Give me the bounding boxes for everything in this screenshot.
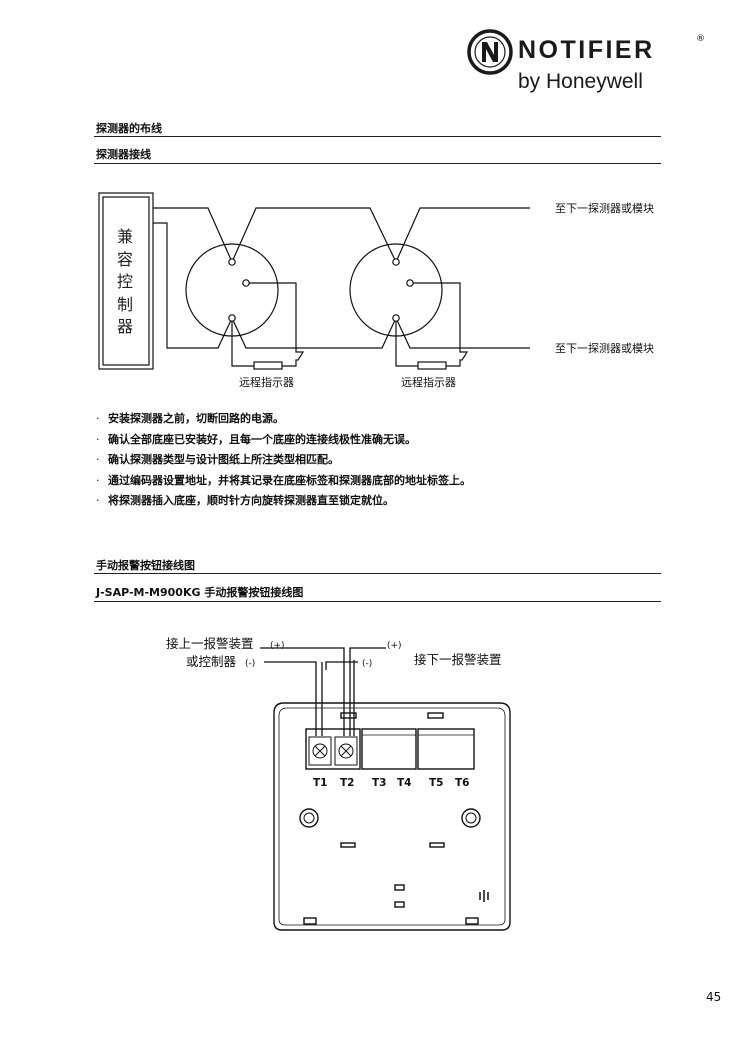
label-next-device-top: 至下一探测器或模块	[555, 202, 654, 215]
mcp-back-plate-inner	[278, 707, 506, 926]
control-panel-inner-box	[102, 196, 150, 366]
bullet: ·	[96, 453, 100, 466]
indicator-slot	[394, 884, 405, 891]
slot	[427, 712, 444, 719]
detector-wiring-diagram: 至下一探测器或模块 至下一探测器或模块 远程指示器 远程指示器	[98, 192, 654, 389]
mounting-hole-left	[299, 808, 319, 828]
label-prev-device-line1: 接上一报警装置	[166, 636, 254, 651]
wire-minus-right	[325, 661, 358, 670]
control-panel-label: 兼容控制器	[116, 227, 133, 336]
note-text: 将探测器插入底座，顺时针方向旋转探测器直至锁定就位。	[108, 494, 394, 507]
terminal-dot	[392, 258, 400, 266]
mounting-hole-right	[461, 808, 481, 828]
note-text: 通过编码器设置地址，并将其记录在底座标签和探测器底部的地址标签上。	[108, 473, 471, 487]
slot	[340, 842, 356, 848]
control-panel-box	[98, 192, 154, 370]
page-number: 45	[706, 990, 722, 1004]
label-minus-left: (-)	[245, 659, 255, 669]
installation-notes: · 安装探测器之前，切断回路的电源。 · 确认全部底座已安装好，且每一个底座的连接线…	[96, 409, 471, 512]
mcp-back-plate	[273, 702, 511, 931]
label-remote-indicator-2: 远程指示器	[401, 375, 456, 389]
label-plus-right: (+)	[387, 641, 402, 651]
wire-plus-left	[260, 647, 345, 736]
section-subtitle-mcp-model: J-SAP-M-M900KG 手动报警按钮接线图	[96, 586, 304, 599]
terminal-dot	[406, 279, 414, 287]
terminal-dot	[392, 314, 400, 322]
slot	[429, 842, 445, 848]
vent-grille-icon	[479, 890, 489, 902]
label-minus-right: (-)	[362, 659, 372, 669]
terminal-label-t1: T1	[313, 777, 327, 789]
label-next-device-bottom: 至下一探测器或模块	[555, 342, 654, 355]
section-divider	[94, 601, 661, 602]
terminal-label-t4: T4	[397, 777, 411, 789]
terminal-screw-t2	[334, 736, 358, 766]
notifier-logo: NOTIFIER ® by Honeywell	[466, 28, 716, 100]
brand-name: NOTIFIER	[518, 36, 655, 64]
bullet: ·	[96, 432, 100, 446]
note-item: · 通过编码器设置地址，并将其记录在底座标签和探测器底部的地址标签上。	[96, 471, 471, 492]
note-item: · 确认全部底座已安装好，且每一个底座的连接线极性准确无误。	[96, 430, 471, 451]
terminal-screw-t1	[308, 736, 332, 766]
bullet: ·	[96, 473, 100, 487]
note-item: · 将探测器插入底座，顺时针方向旋转探测器直至锁定就位。	[96, 491, 471, 512]
section-divider	[94, 573, 661, 574]
terminal-dot	[228, 258, 236, 266]
note-item: · 确认探测器类型与设计图纸上所注类型相匹配。	[96, 450, 471, 471]
bottom-tab	[465, 917, 479, 925]
screw-icon	[312, 743, 328, 759]
wire-minus-left	[264, 661, 317, 736]
bottom-tab	[303, 917, 317, 925]
screw-icon	[338, 743, 354, 759]
terminal-block-t1-t2	[305, 728, 361, 770]
wire-plus-right	[349, 647, 386, 736]
terminal-dot	[228, 314, 236, 322]
section-title-detector-wiring: 探测器的布线	[96, 122, 162, 135]
note-text: 安装探测器之前，切断回路的电源。	[108, 412, 284, 425]
terminal-dot	[242, 279, 250, 287]
bullet: ·	[96, 412, 100, 425]
notifier-n-mark-icon	[467, 29, 513, 75]
remote-indicator-resistor-1	[253, 361, 283, 370]
note-text: 确认探测器类型与设计图纸上所注类型相匹配。	[108, 453, 339, 466]
label-remote-indicator-1: 远程指示器	[239, 375, 294, 389]
terminal-label-t2: T2	[340, 777, 354, 789]
registered-mark: ®	[696, 34, 705, 44]
terminal-block-t3-t4	[361, 728, 417, 770]
label-prev-device-line2: 或控制器	[186, 654, 237, 669]
note-text: 确认全部底座已安装好，且每一个底座的连接线极性准确无误。	[108, 432, 416, 446]
label-next-device: 接下一报警装置	[414, 652, 502, 667]
section-divider	[94, 136, 661, 137]
remote-indicator-resistor-2	[417, 361, 447, 370]
terminal-label-t6: T6	[455, 777, 469, 789]
terminal-block-t5-t6	[417, 728, 475, 770]
section-divider	[94, 163, 661, 164]
section-title-manual-call-point: 手动报警按钮接线图	[96, 559, 195, 572]
manual-call-point-wiring-diagram: 接上一报警装置 或控制器 (+) (-) (+) (-) 接下一报警装置	[166, 636, 511, 931]
indicator-slot	[394, 901, 405, 908]
bullet: ·	[96, 494, 100, 507]
brand-subtitle: by Honeywell	[518, 70, 643, 93]
label-plus-left: (+)	[270, 641, 285, 651]
terminal-label-t5: T5	[429, 777, 443, 789]
note-item: · 安装探测器之前，切断回路的电源。	[96, 409, 471, 430]
slot	[340, 712, 357, 719]
section-subtitle-detector-connection: 探测器接线	[96, 148, 151, 161]
terminal-label-t3: T3	[372, 777, 386, 789]
